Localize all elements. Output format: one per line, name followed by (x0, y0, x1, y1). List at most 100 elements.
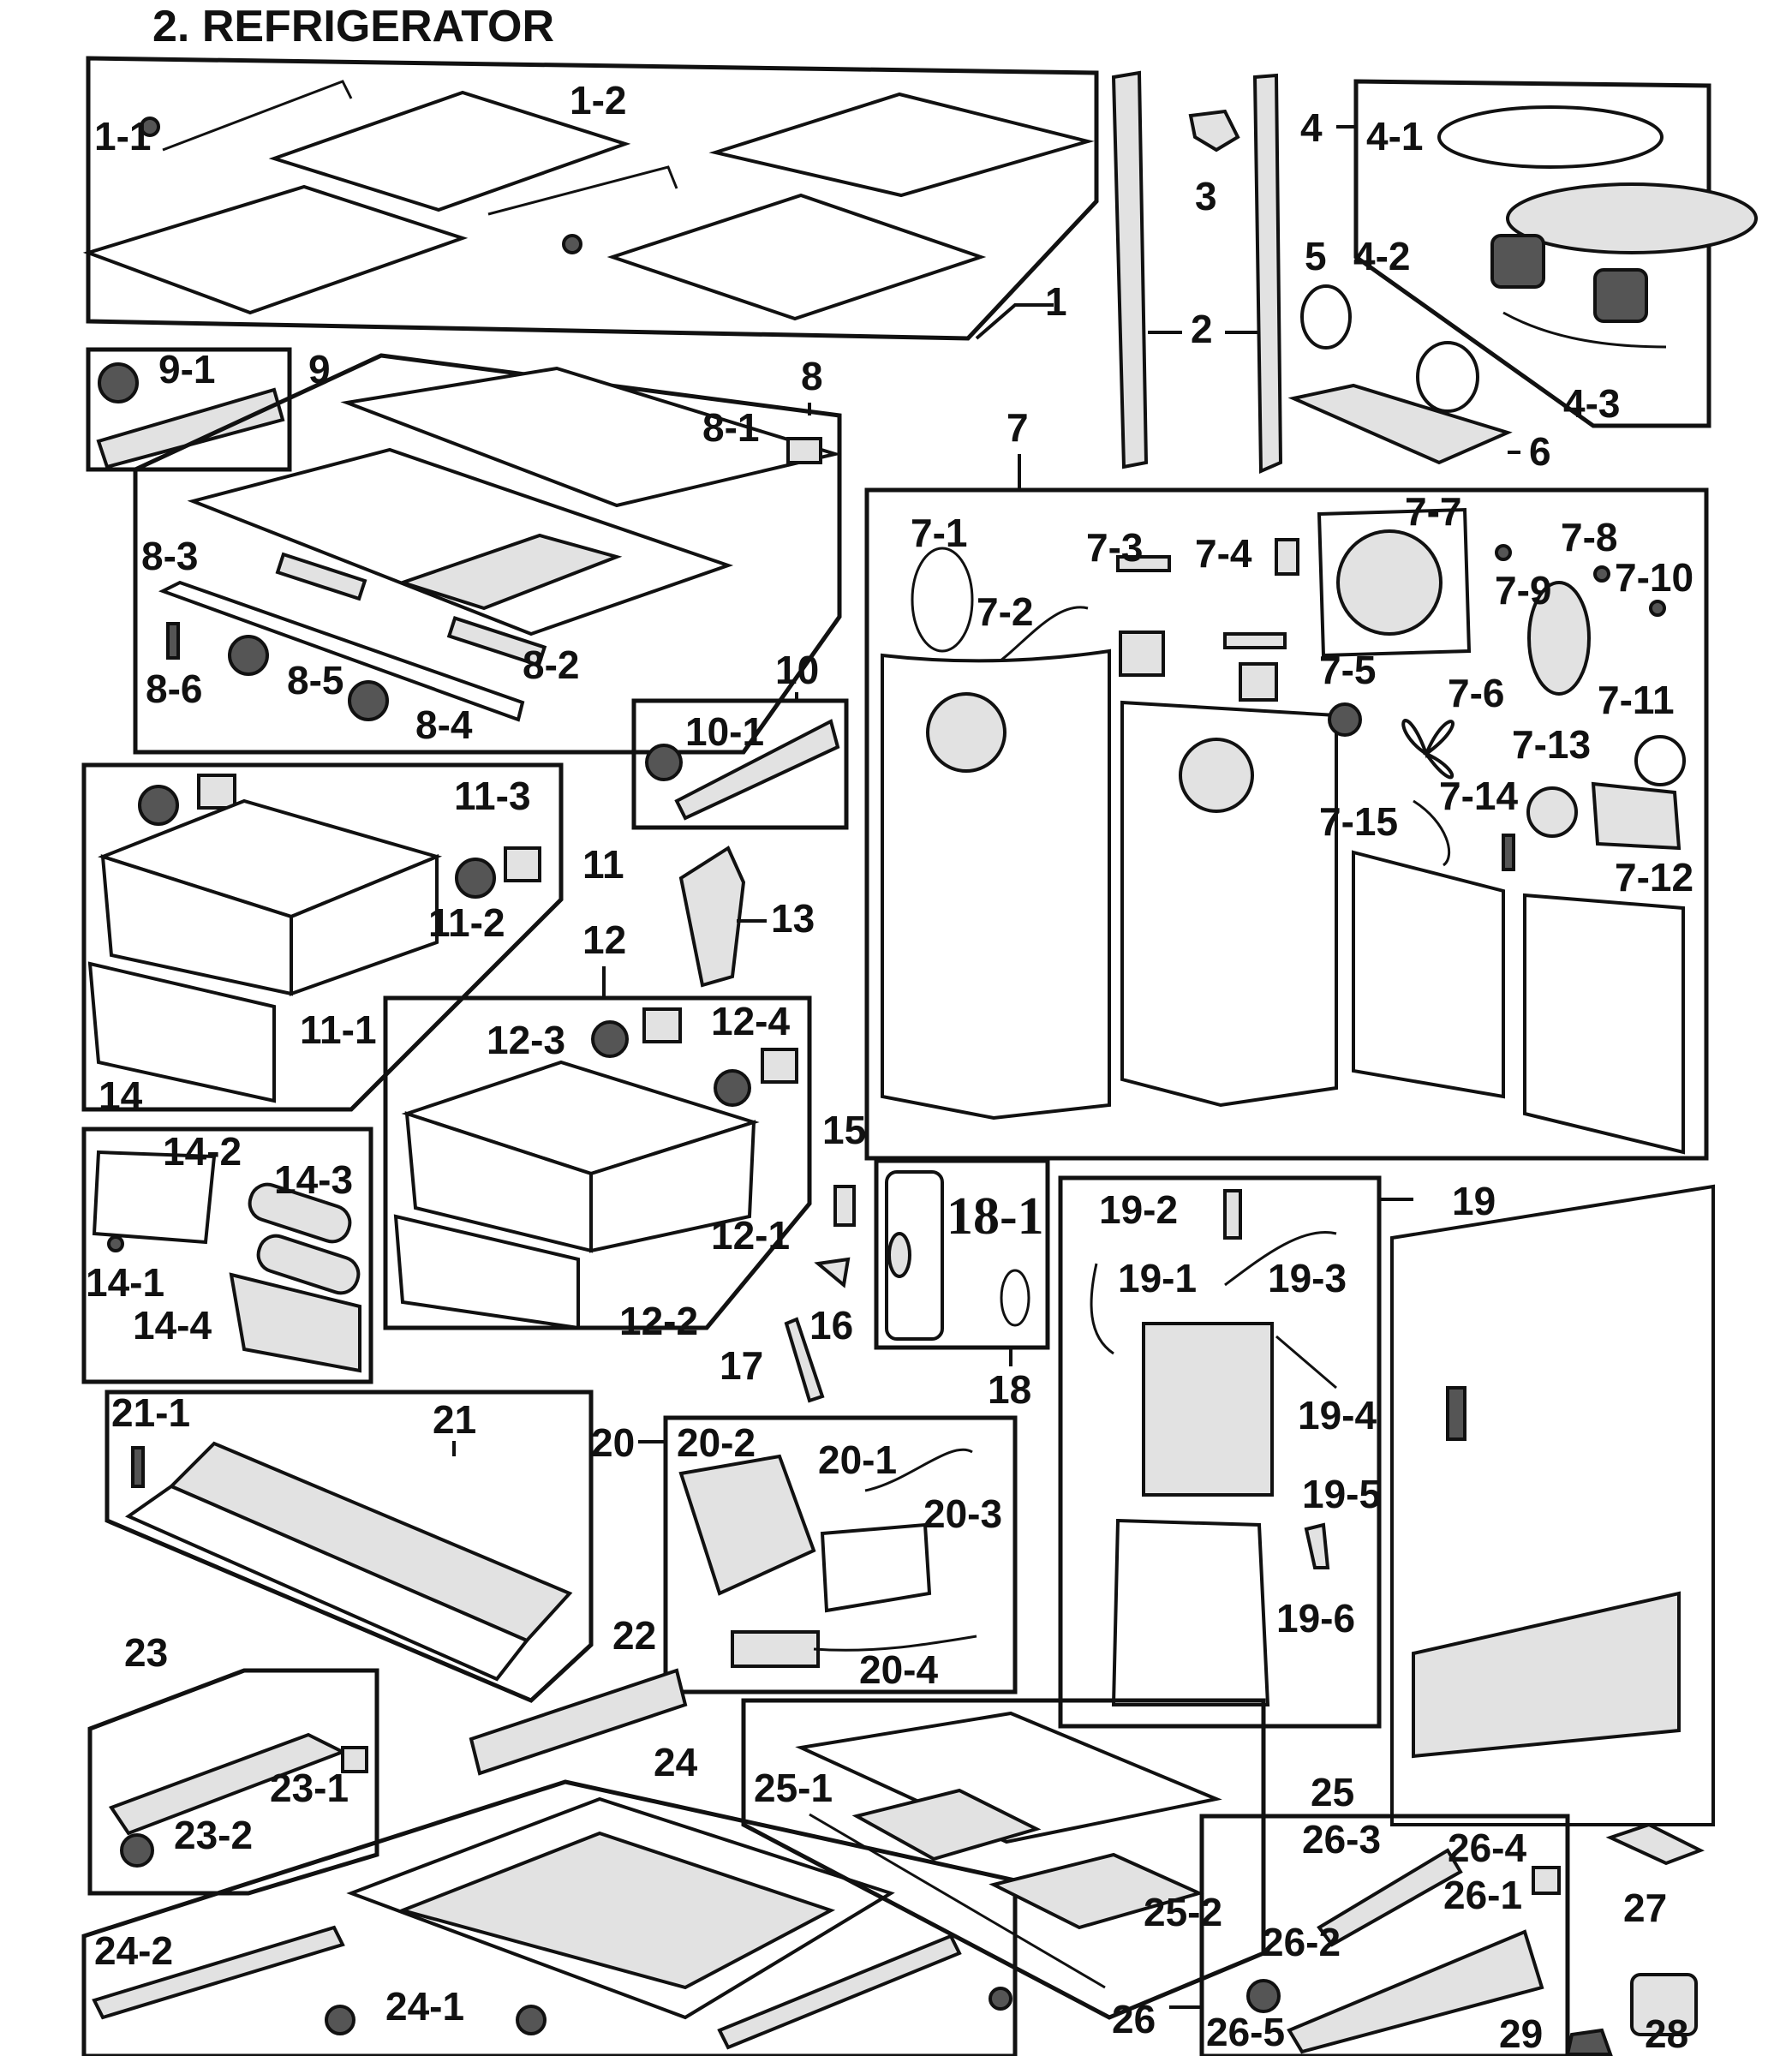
part-label-6: 6 (1529, 429, 1551, 474)
shelf-pan-25-2 (851, 1788, 1042, 1862)
part-label-14-2: 14-2 (163, 1129, 242, 1174)
fan-motor-housing-7-9 (1527, 581, 1591, 696)
part-label-19: 19 (1452, 1179, 1496, 1223)
group-outline-25 (741, 1698, 1266, 2020)
wire-harness-19-3 (1224, 1231, 1337, 1287)
part-label-11-3: 11-3 (454, 774, 531, 818)
clip-part-19-6 (1304, 1522, 1330, 1569)
part-label-10: 10 (775, 648, 819, 692)
crisper-drawer-side (290, 854, 439, 996)
part-label-10-1: 10-1 (685, 709, 764, 754)
dispenser-button (887, 1232, 911, 1278)
part-label-7-5: 7-5 (1319, 648, 1376, 692)
clip-part-26-4 (1532, 1866, 1561, 1895)
clip-part-11-3 (504, 846, 541, 882)
part-label-7-9: 7-9 (1495, 568, 1551, 613)
part-label-20-3: 20-3 (923, 1491, 1002, 1536)
filter-cover-plate (92, 1150, 217, 1245)
lamp-cover-group-4 (1287, 79, 1758, 465)
group-outline-11 (81, 762, 564, 1112)
part-label-7-4: 7-4 (1195, 531, 1252, 576)
part-label-15: 15 (822, 1108, 866, 1152)
evaporator-cover-right (1120, 700, 1338, 1108)
part-label-26-1: 26-1 (1443, 1873, 1522, 1917)
part-label-19-1: 19-1 (1118, 1256, 1197, 1300)
part-label-28: 28 (1645, 2011, 1688, 2056)
heater-panel (1352, 850, 1505, 1099)
roller-icon (120, 1833, 154, 1868)
part-label-7-3: 7-3 (1086, 525, 1143, 570)
part-label-2: 2 (1191, 307, 1213, 351)
dispenser-group-18 (874, 1158, 1050, 1366)
clip-part-7-4 (1275, 538, 1299, 576)
glass-shelf-2 (82, 184, 469, 315)
group-outline-12 (383, 995, 812, 1330)
group-outline-18 (874, 1158, 1050, 1350)
clip-part-12-4 (642, 1007, 682, 1043)
roller-icon (455, 858, 496, 899)
screw-icon (562, 234, 582, 254)
glass-shelf-4 (606, 193, 987, 321)
shelf-group-25 (741, 1698, 1266, 2020)
foam-block (1119, 631, 1165, 677)
fan-motor-7-12 (1591, 781, 1681, 851)
group-outline-9 (86, 347, 292, 472)
group-outline-1 (86, 56, 1099, 341)
part-label-8-5: 8-5 (287, 658, 343, 702)
roller-icon (516, 2005, 547, 2035)
rail-group-26 (1169, 1814, 1570, 2056)
lamp-cover-frame (1437, 105, 1664, 169)
part-label-21-1: 21-1 (111, 1390, 190, 1435)
part-label-3: 3 (1195, 174, 1217, 218)
evaporator-coil (1142, 1322, 1274, 1497)
part-label-7-15: 7-15 (1319, 799, 1398, 844)
screw-icon (1502, 834, 1515, 871)
trim-strip-25-1 (809, 1813, 1106, 1989)
part-label-12-4: 12-4 (711, 999, 790, 1043)
part-label-5: 5 (1305, 234, 1327, 278)
part-label-1: 1 (1045, 279, 1067, 324)
crisper-drawer-group-11 (81, 762, 564, 1112)
group-outline-26 (1199, 1814, 1570, 2056)
part-label-7-6: 7-6 (1448, 671, 1504, 715)
part-label-12: 12 (582, 917, 626, 962)
drawer-side-12 (589, 1120, 756, 1253)
slide-rail-24-2 (92, 1925, 345, 2020)
part-label-25: 25 (1311, 1770, 1354, 1814)
part-label-14-1: 14-1 (86, 1260, 164, 1305)
filter-group-14 (81, 1127, 373, 1384)
part-label-1-2: 1-2 (570, 78, 626, 123)
group-outline-7 (864, 487, 1709, 1161)
cabinet-control-slot (1446, 1386, 1466, 1441)
roller-icon (98, 362, 139, 403)
control-group-20 (638, 1415, 1018, 1694)
water-filter-icon (248, 1182, 352, 1244)
door-trim-strips (1111, 70, 1283, 475)
roller-icon (714, 1069, 751, 1107)
hinge-part-17 (784, 1317, 825, 1403)
part-label-7-7: 7-7 (1405, 489, 1461, 534)
spacer-7-3b (1223, 632, 1287, 649)
part-label-22: 22 (612, 1613, 656, 1658)
part-label-23: 23 (124, 1630, 168, 1675)
part-label-4-3: 4-3 (1563, 381, 1620, 426)
part-label-1-1: 1-1 (94, 114, 151, 158)
roller-icon (591, 1020, 629, 1058)
part-label-8-1: 8-1 (702, 405, 759, 450)
part-label-9: 9 (308, 347, 331, 391)
part-label-20-4: 20-4 (859, 1647, 938, 1692)
group-outline-19 (1058, 1175, 1382, 1729)
part-label-17: 17 (720, 1343, 763, 1388)
fuse-part-19-2 (1223, 1189, 1242, 1240)
fan-icon (1336, 529, 1443, 636)
part-label-12-3: 12-3 (487, 1018, 565, 1062)
rail-group-10 (631, 692, 849, 830)
control-module-20-2 (678, 1454, 816, 1596)
drawer-cover-group-8 (133, 353, 842, 755)
part-label-20-2: 20-2 (677, 1420, 756, 1465)
fan-opening-icon (1179, 738, 1254, 813)
group-outline-8 (133, 353, 842, 755)
gasket-ring-18-1 (1000, 1269, 1030, 1327)
